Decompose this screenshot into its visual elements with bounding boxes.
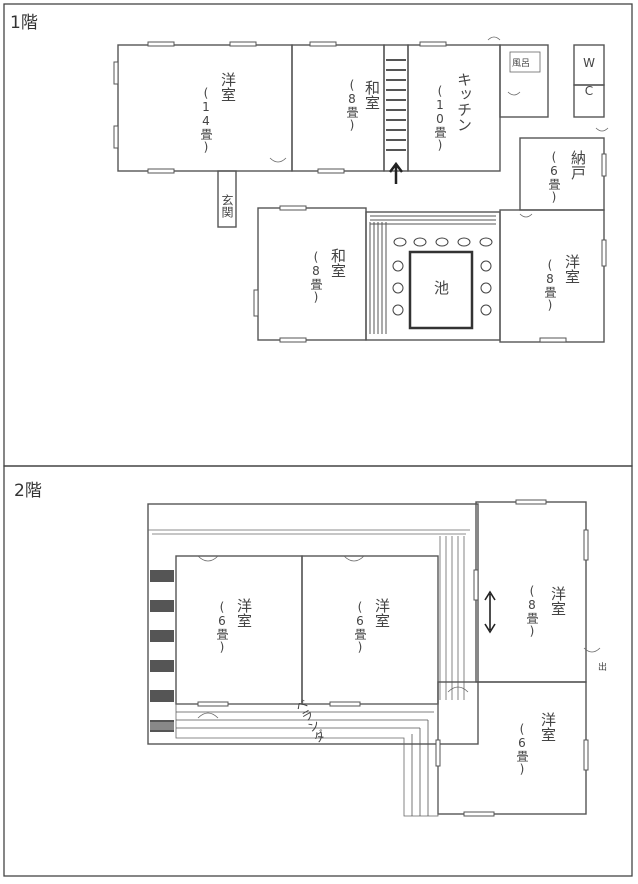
- label-western-8-size: (8畳): [543, 258, 557, 312]
- label-pond: 池: [432, 280, 450, 295]
- room-storage: [519, 137, 605, 211]
- door-icon: [197, 555, 219, 562]
- room-2f-western-6-left: [175, 555, 303, 705]
- label-2f-western-6-bottom-size: (6畳): [515, 722, 529, 776]
- windows-1f: [113, 41, 607, 343]
- label-2f-western-6-left: 洋室: [235, 598, 253, 628]
- label-2f-western-8-size: (8畳): [525, 584, 539, 638]
- room-2f-western-6-mid: [301, 555, 439, 705]
- label-2f-western-6-mid: 洋室: [373, 598, 391, 628]
- label-2f-western-6-left-size: (6畳): [215, 600, 229, 654]
- bathtub: [509, 51, 541, 73]
- door-icon: [507, 91, 521, 96]
- door-icon: [447, 686, 469, 693]
- label-2f-western-8: 洋室: [549, 586, 567, 616]
- label-wc: W C: [582, 56, 596, 98]
- door-icon: [595, 127, 609, 132]
- roof-outline-2f: [147, 503, 479, 745]
- room-2f-western-6-bottom: [437, 681, 587, 815]
- windows-2f: [197, 499, 589, 817]
- veranda: [175, 703, 439, 817]
- stairs-1f: [383, 44, 409, 172]
- label-western-8: 洋室: [563, 254, 581, 284]
- floor-label-2f: 2階: [14, 481, 42, 501]
- label-2f-western-6-bottom: 洋室: [539, 712, 557, 742]
- stairs-1f-treads: [386, 59, 406, 151]
- door-icon: [519, 213, 533, 218]
- label-western-big-size: (14畳): [199, 86, 213, 154]
- label-kitchen: キッチン: [455, 72, 473, 132]
- room-wc-lower: [573, 84, 605, 118]
- door-icon: [343, 555, 365, 562]
- floor-label-1f: 1階: [10, 13, 38, 33]
- first-floor: 洋室 (14畳) 和室 (8畳) キッチン (10畳) 風呂 W C 納戸 (6…: [113, 36, 609, 343]
- label-japanese-bottom-size: (8畳): [309, 250, 323, 304]
- room-bath: [499, 44, 549, 118]
- stairs-arrow-icon: [389, 161, 403, 184]
- door-icon: [487, 36, 501, 41]
- room-kitchen: [407, 44, 501, 172]
- label-japanese-bottom: 和室: [329, 248, 347, 278]
- engawa-lines: [369, 215, 496, 334]
- second-floor: 洋室 (6畳) 洋室 (6畳) 洋室 (8畳) 洋室 (6畳) ベランダ 出: [147, 499, 607, 817]
- roof-lines: [148, 529, 470, 700]
- label-western-big: 洋室: [219, 72, 237, 102]
- label-kitchen-size: (10畳): [433, 84, 447, 152]
- label-entrance: 玄関: [220, 193, 234, 218]
- label-2f-western-6-mid-size: (6畳): [353, 600, 367, 654]
- label-japanese-top: 和室: [363, 80, 381, 110]
- pond: [408, 250, 474, 330]
- veranda-railing-left: [150, 570, 174, 732]
- garden-stones: [392, 237, 493, 316]
- label-japanese-top-size: (8畳): [345, 78, 359, 132]
- frame-2f: [3, 465, 633, 877]
- label-storage-size: (6畳): [547, 150, 561, 204]
- label-exit: 出: [598, 661, 607, 673]
- room-entrance: [217, 170, 237, 228]
- double-arrow-icon: [484, 590, 496, 634]
- door-icon: [269, 157, 287, 163]
- frame-1f: [3, 3, 633, 467]
- label-bath: 風呂: [512, 58, 530, 69]
- door-icon: [197, 712, 219, 719]
- label-storage: 納戸: [569, 150, 587, 180]
- door-icon: [583, 647, 601, 653]
